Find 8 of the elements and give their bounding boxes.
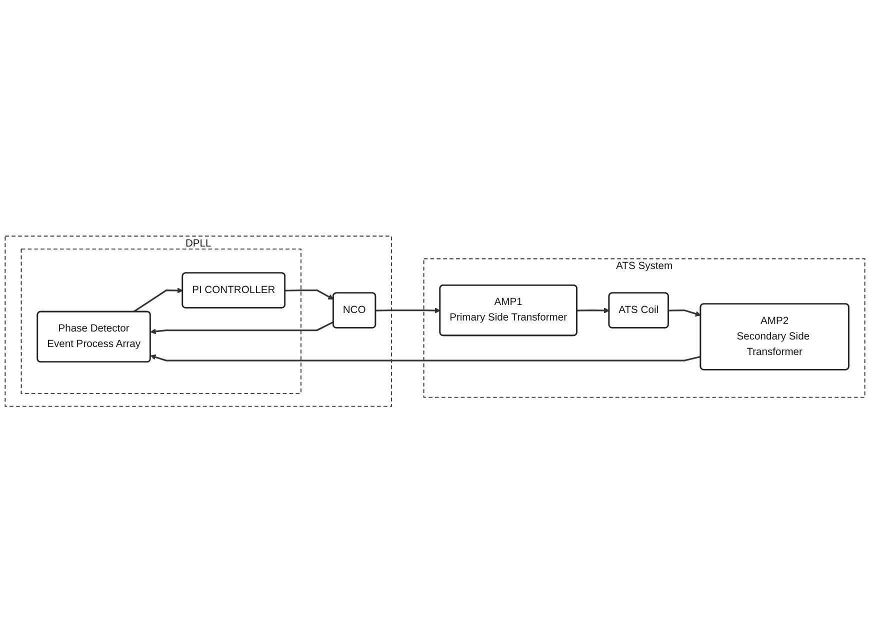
arrow (150, 321, 334, 335)
cluster (20, 248, 302, 394)
arrow (285, 290, 334, 300)
arrow (132, 288, 183, 313)
arrow (668, 310, 702, 317)
arrow (577, 308, 610, 314)
arrow (150, 354, 701, 362)
arrow (376, 308, 440, 314)
